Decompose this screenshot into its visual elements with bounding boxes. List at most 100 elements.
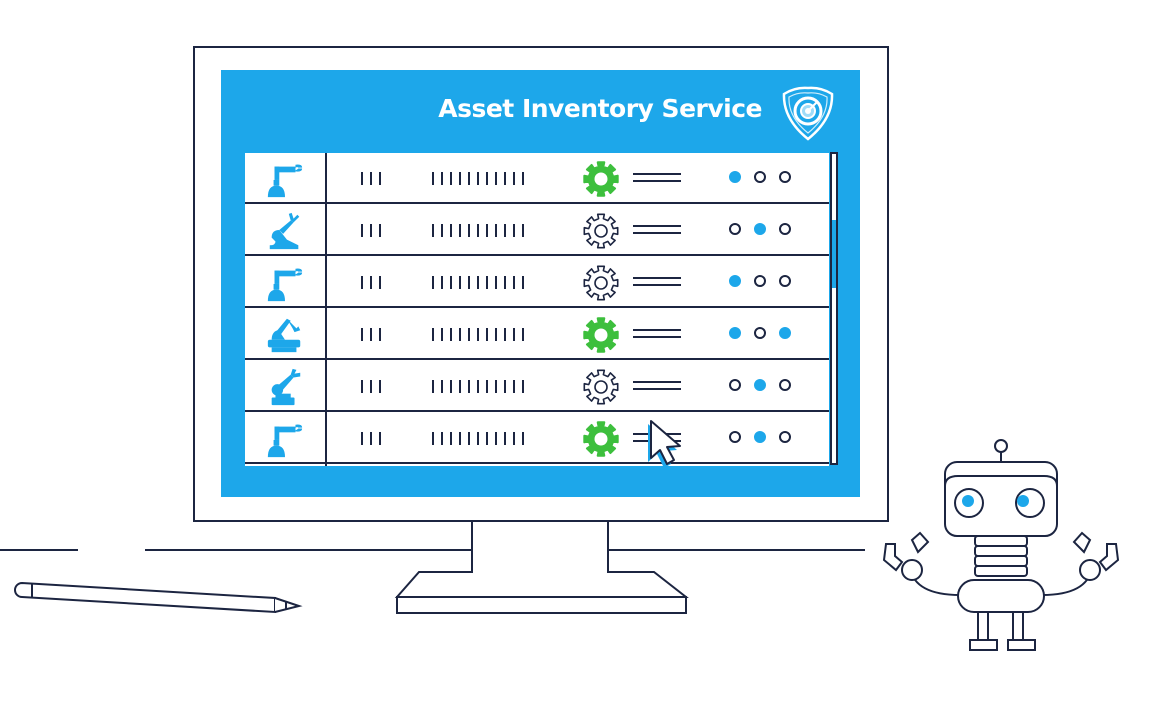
status-indicator [729, 379, 791, 391]
status-dot-3[interactable] [779, 275, 791, 287]
status-dot-3[interactable] [779, 223, 791, 235]
status-dot-1[interactable] [729, 275, 741, 287]
asset-id-placeholder [361, 380, 381, 394]
scrollbar-thumb[interactable] [832, 220, 836, 288]
tick-mark [477, 172, 479, 185]
tick-mark [370, 328, 372, 341]
status-dot-2[interactable] [754, 327, 766, 339]
tick-mark [513, 172, 515, 185]
tick-mark [441, 328, 443, 341]
tick-mark [379, 380, 381, 393]
tick-mark [379, 328, 381, 341]
tick-mark [370, 172, 372, 185]
status-dot-2[interactable] [754, 223, 766, 235]
tick-mark [459, 224, 461, 237]
table-row[interactable] [245, 153, 829, 204]
asset-id-placeholder [361, 172, 381, 186]
table-row[interactable] [245, 309, 829, 360]
tick-mark [468, 224, 470, 237]
status-dot-1[interactable] [729, 171, 741, 183]
gear-icon[interactable] [582, 368, 620, 406]
tick-mark [441, 432, 443, 445]
serial-number-placeholder [432, 432, 524, 446]
table-scrollbar[interactable] [830, 152, 838, 465]
status-dot-1[interactable] [729, 431, 741, 443]
tick-mark [504, 380, 506, 393]
tick-mark [522, 224, 524, 237]
status-dot-3[interactable] [779, 431, 791, 443]
gear-icon[interactable] [582, 212, 620, 250]
description-placeholder [633, 225, 681, 235]
tick-mark [432, 380, 434, 393]
tick-mark [379, 432, 381, 445]
tick-mark [450, 224, 452, 237]
serial-number-placeholder [432, 328, 524, 342]
gear-active-icon[interactable] [582, 316, 620, 354]
tick-mark [370, 224, 372, 237]
tick-mark [361, 172, 363, 185]
tick-mark [468, 432, 470, 445]
tick-mark [450, 380, 452, 393]
tick-mark [504, 276, 506, 289]
robot-arm-claw-icon [271, 368, 301, 406]
tick-mark [495, 224, 497, 237]
tick-mark [379, 276, 381, 289]
tick-mark [477, 432, 479, 445]
tick-mark [477, 276, 479, 289]
gear-active-icon[interactable] [582, 160, 620, 198]
tick-mark [441, 380, 443, 393]
table-row[interactable] [245, 361, 829, 412]
tick-mark [504, 172, 506, 185]
tick-mark [486, 328, 488, 341]
table-row[interactable] [245, 205, 829, 256]
tick-mark [513, 224, 515, 237]
status-dot-2[interactable] [754, 431, 766, 443]
tick-mark [486, 380, 488, 393]
description-placeholder [633, 381, 681, 391]
shield-radar-icon [782, 86, 834, 141]
tick-mark [441, 224, 443, 237]
tick-mark [495, 172, 497, 185]
table-row[interactable] [245, 413, 829, 464]
tick-mark [522, 172, 524, 185]
status-indicator [729, 431, 791, 443]
tick-mark [361, 224, 363, 237]
status-dot-2[interactable] [754, 171, 766, 183]
status-dot-3[interactable] [779, 327, 791, 339]
status-dot-3[interactable] [779, 379, 791, 391]
serial-number-placeholder [432, 380, 524, 394]
status-dot-2[interactable] [754, 379, 766, 391]
gear-active-icon[interactable] [582, 420, 620, 458]
industrial-robot-icon [267, 318, 301, 353]
tick-mark [486, 432, 488, 445]
tick-mark [432, 432, 434, 445]
status-indicator [729, 171, 791, 183]
status-dot-1[interactable] [729, 223, 741, 235]
gear-icon[interactable] [582, 264, 620, 302]
robot-mascot [882, 439, 1120, 651]
tick-mark [459, 276, 461, 289]
tick-mark [513, 328, 515, 341]
tick-mark [495, 432, 497, 445]
description-placeholder [633, 173, 681, 183]
tick-mark [432, 172, 434, 185]
tick-mark [459, 432, 461, 445]
status-dot-2[interactable] [754, 275, 766, 287]
table-row[interactable] [245, 257, 829, 308]
status-dot-1[interactable] [729, 327, 741, 339]
serial-number-placeholder [432, 276, 524, 290]
tick-mark [522, 328, 524, 341]
tick-mark [450, 276, 452, 289]
tick-mark [370, 276, 372, 289]
tick-mark [504, 328, 506, 341]
status-dot-1[interactable] [729, 379, 741, 391]
status-dot-3[interactable] [779, 171, 791, 183]
robot-arm-gripper-icon [267, 164, 303, 198]
tick-mark [450, 172, 452, 185]
tick-mark [370, 380, 372, 393]
tick-mark [495, 276, 497, 289]
tick-mark [361, 276, 363, 289]
asset-id-placeholder [361, 328, 381, 342]
tick-mark [486, 224, 488, 237]
status-indicator [729, 275, 791, 287]
